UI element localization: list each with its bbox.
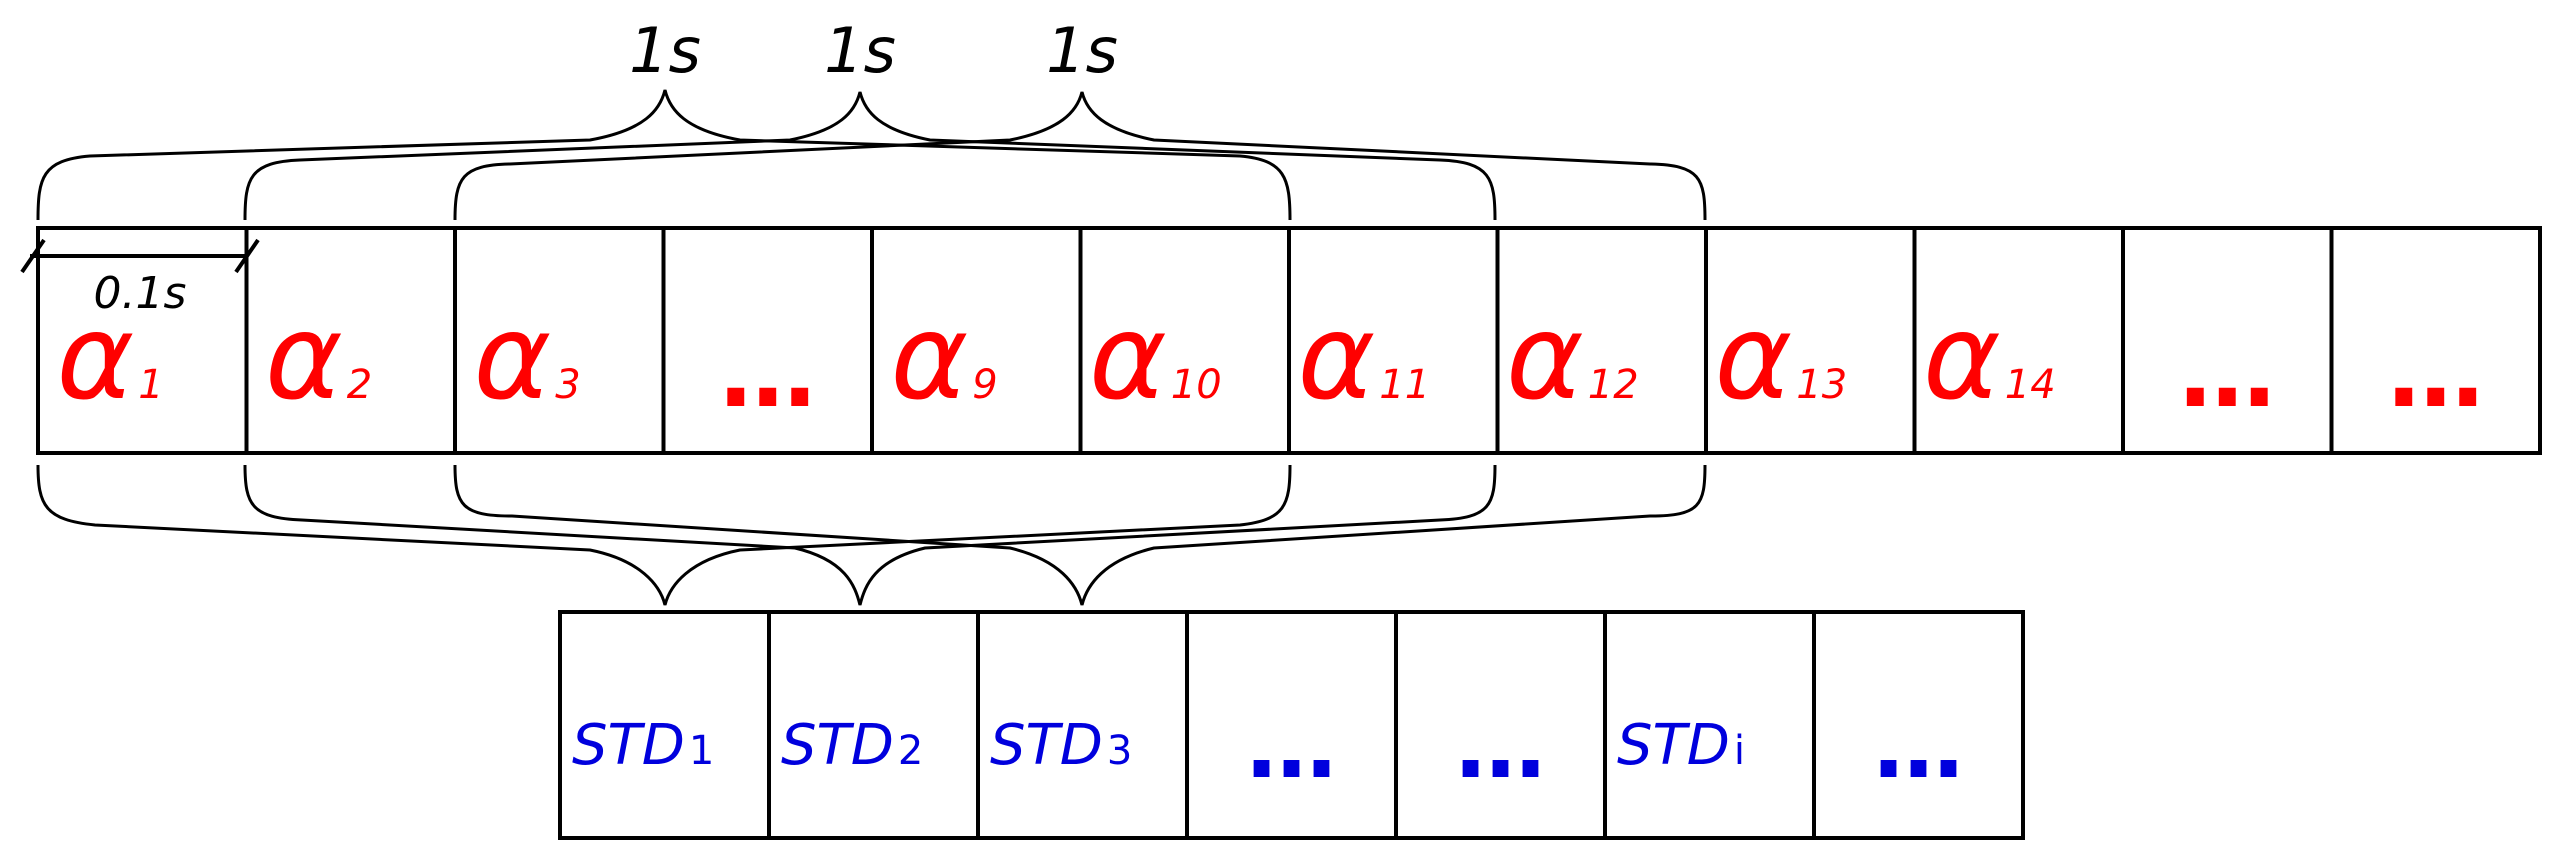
window-label-3: 1s [1046,14,1118,87]
bottom-brace-window-2 [243,464,1497,606]
alpha-cell: … [2329,226,2542,455]
alpha-ellipsis: … [2179,317,2275,429]
alpha-symbol: α [1923,288,2001,426]
std-ellipsis: … [1874,694,1964,799]
alpha-cell: … [2121,226,2334,455]
alpha-symbol: α [265,288,343,426]
alpha-subscript: 10 [1171,362,1222,408]
alpha-ellipsis: … [2388,317,2484,429]
alpha-ellipsis: … [720,317,816,429]
std-cell: … [1812,610,2025,840]
alpha-cell: … [661,226,874,455]
alpha-symbol: α [1297,288,1375,426]
bottom-braces [36,464,1707,606]
std-cell: … [1394,610,1607,840]
std-ellipsis: … [1247,694,1337,799]
std-cell: … [1185,610,1398,840]
step-marker: 0.1s [20,238,260,319]
top-brace-window-3 [453,91,1707,221]
alpha-subscript: 11 [1379,362,1430,408]
alpha-subscript: 14 [2005,362,2056,408]
alpha-subscript: 12 [1588,362,1639,408]
bottom-brace-window-3 [453,464,1707,606]
top-braces [36,89,1707,221]
alpha-subscript: 13 [1796,362,1847,408]
top-brace-window-2 [243,91,1497,221]
alpha-subscript: 1 [138,362,163,408]
window-label-1: 1s [629,14,701,87]
alpha-symbol: α [56,288,134,426]
alpha-symbol: α [1089,288,1167,426]
top-brace-window-1 [36,89,1292,221]
alpha-symbol: α [1714,288,1792,426]
std-ellipsis: … [1456,694,1546,799]
alpha-subscript: 2 [347,362,372,408]
alpha-symbol: α [1506,288,1584,426]
alpha-symbol: α [890,288,968,426]
bottom-brace-window-1 [36,464,1292,606]
alpha-subscript: 3 [555,362,580,408]
step-label: 0.1s [94,268,187,319]
alpha-symbol: α [473,288,551,426]
alpha-subscript: 9 [972,362,997,408]
window-label-2: 1s [824,14,896,87]
